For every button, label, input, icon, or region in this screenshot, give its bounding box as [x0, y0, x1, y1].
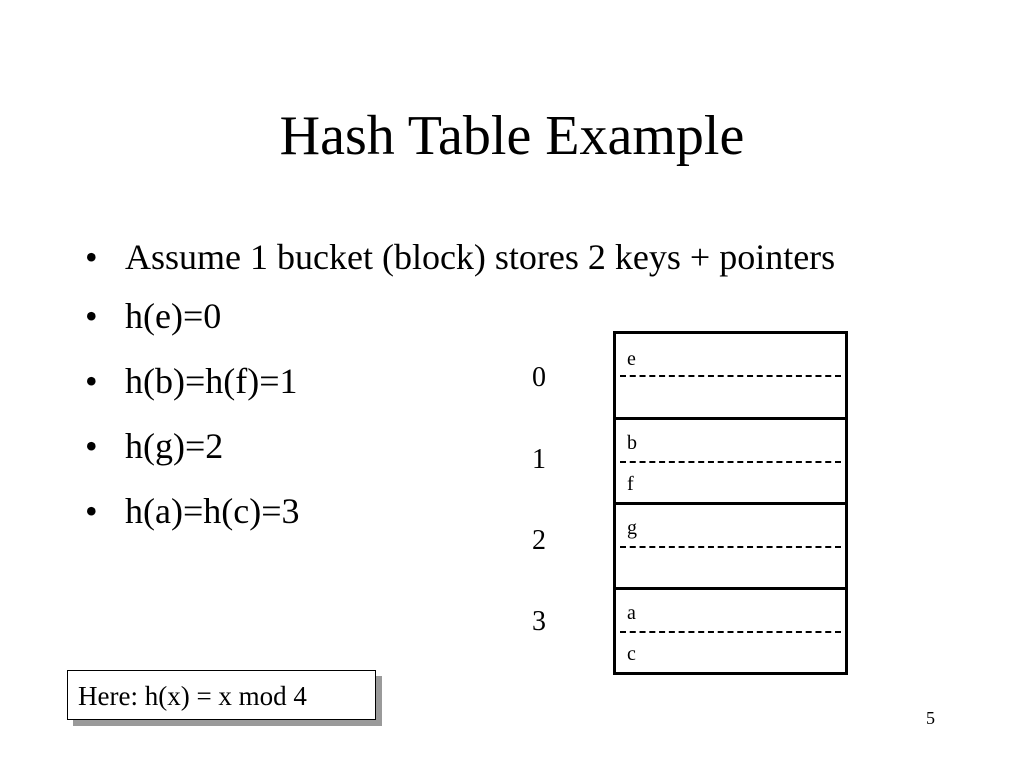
bullet-item: • h(e)=0 [85, 295, 905, 337]
bullet-text: h(b)=h(f)=1 [125, 361, 298, 401]
bucket-1-slot-2: f [627, 473, 634, 495]
slot-divider [620, 631, 841, 633]
slot-divider [620, 546, 841, 548]
bullet-item: • h(b)=h(f)=1 [85, 360, 905, 402]
bucket-0-slot-1: e [627, 348, 636, 370]
bucket-2: g [616, 502, 845, 587]
bucket-0: e [616, 334, 845, 416]
bucket-index-3: 3 [532, 606, 546, 637]
bullet-item: • Assume 1 bucket (block) stores 2 keys … [85, 236, 905, 278]
bullet-text: Assume 1 bucket (block) stores 2 keys + … [125, 237, 836, 277]
bullet-item: • h(g)=2 [85, 425, 905, 467]
slot-divider [620, 375, 841, 377]
bullet-dot: • [85, 237, 98, 277]
bucket-1: b f [616, 417, 845, 502]
slide-title: Hash Table Example [279, 105, 745, 167]
bullet-text: h(a)=h(c)=3 [125, 491, 300, 531]
bucket-2-slot-1: g [627, 517, 637, 539]
formula-note: Here: h(x) = x mod 4 [67, 670, 376, 720]
bullet-text: h(g)=2 [125, 426, 224, 466]
bucket-3-slot-2: c [627, 643, 636, 665]
slot-divider [620, 461, 841, 463]
bullet-text: h(e)=0 [125, 296, 222, 336]
bullet-dot: • [85, 296, 98, 336]
bucket-3-slot-1: a [627, 602, 636, 624]
page-number: 5 [926, 708, 935, 728]
bucket-index-2: 2 [532, 525, 546, 556]
bullet-dot: • [85, 426, 98, 466]
bullet-dot: • [85, 361, 98, 401]
bucket-1-slot-1: b [627, 432, 637, 454]
bucket-index-1: 1 [532, 444, 546, 475]
bullet-item: • h(a)=h(c)=3 [85, 490, 905, 532]
hash-table: e b f g a c [613, 331, 848, 675]
bucket-3: a c [616, 587, 845, 672]
bullet-list: • Assume 1 bucket (block) stores 2 keys … [85, 236, 905, 555]
bullet-dot: • [85, 491, 98, 531]
bucket-index-0: 0 [532, 362, 546, 393]
